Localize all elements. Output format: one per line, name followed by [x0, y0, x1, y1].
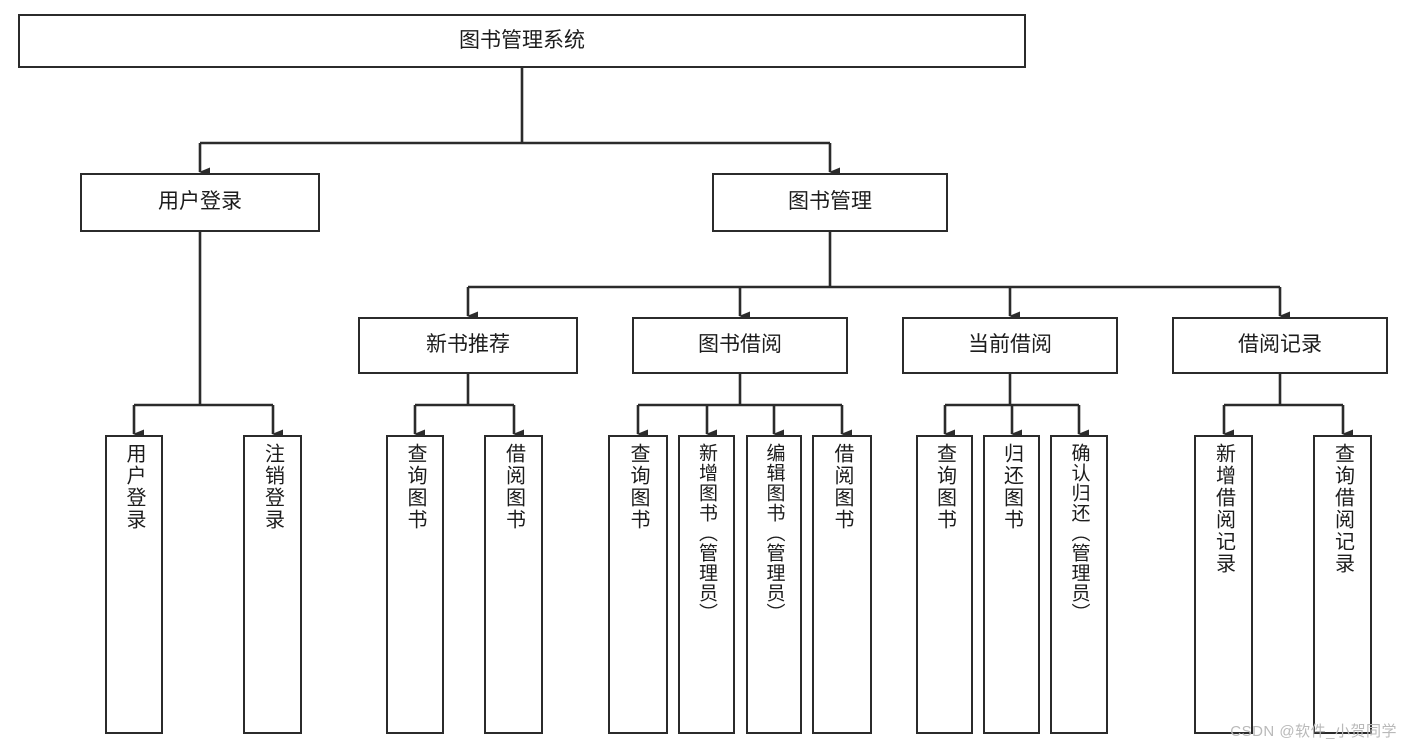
node-label: 图书借阅 [698, 333, 782, 357]
node-label: 查询图书 [933, 443, 956, 531]
node-l3-records[interactable]: 借阅记录 [1172, 317, 1388, 374]
node-label: 当前借阅 [968, 333, 1052, 357]
node-leaf-rec-add[interactable]: 新增借阅记录 [1194, 435, 1253, 734]
node-leaf-bb-add[interactable]: 新增图书（管理员） [678, 435, 735, 734]
node-l2-book-manage[interactable]: 图书管理 [712, 173, 948, 232]
node-leaf-nb-query[interactable]: 查询图书 [386, 435, 444, 734]
node-label: 查询图书 [627, 443, 649, 531]
node-label: 确认归还（管理员） [1068, 443, 1090, 623]
node-label: 新书推荐 [426, 333, 510, 357]
node-leaf-cur-return[interactable]: 归还图书 [983, 435, 1040, 734]
node-label: 编辑图书（管理员） [763, 443, 785, 623]
node-label: 新增借阅记录 [1212, 443, 1235, 575]
edge-group [132, 68, 1353, 439]
node-leaf-bb-edit[interactable]: 编辑图书（管理员） [746, 435, 802, 734]
node-label: 借阅记录 [1238, 333, 1322, 357]
node-leaf-user-login[interactable]: 用户登录 [105, 435, 163, 734]
node-label: 注销登录 [261, 443, 284, 531]
node-l3-new-book[interactable]: 新书推荐 [358, 317, 578, 374]
node-label: 图书管理 [788, 190, 872, 214]
node-label: 用户登录 [158, 190, 242, 214]
node-leaf-logout[interactable]: 注销登录 [243, 435, 302, 734]
node-label: 借阅图书 [502, 443, 525, 531]
node-root[interactable]: 图书管理系统 [18, 14, 1026, 68]
node-leaf-cur-query[interactable]: 查询图书 [916, 435, 973, 734]
node-l3-current[interactable]: 当前借阅 [902, 317, 1118, 374]
node-label: 查询借阅记录 [1331, 443, 1354, 575]
node-l2-user-login[interactable]: 用户登录 [80, 173, 320, 232]
node-label: 借阅图书 [831, 443, 853, 531]
node-label: 图书管理系统 [459, 28, 585, 52]
node-l3-borrow[interactable]: 图书借阅 [632, 317, 848, 374]
watermark-text: CSDN @软件_小贺同学 [1230, 723, 1397, 740]
node-label: 查询图书 [404, 443, 426, 531]
node-leaf-bb-borrow[interactable]: 借阅图书 [812, 435, 872, 734]
node-label: 归还图书 [1000, 443, 1023, 531]
node-label: 新增图书（管理员） [696, 443, 717, 623]
node-leaf-bb-query[interactable]: 查询图书 [608, 435, 668, 734]
node-label: 用户登录 [123, 443, 145, 531]
node-leaf-nb-borrow[interactable]: 借阅图书 [484, 435, 543, 734]
node-leaf-rec-query[interactable]: 查询借阅记录 [1313, 435, 1372, 734]
node-leaf-cur-confirm[interactable]: 确认归还（管理员） [1050, 435, 1108, 734]
